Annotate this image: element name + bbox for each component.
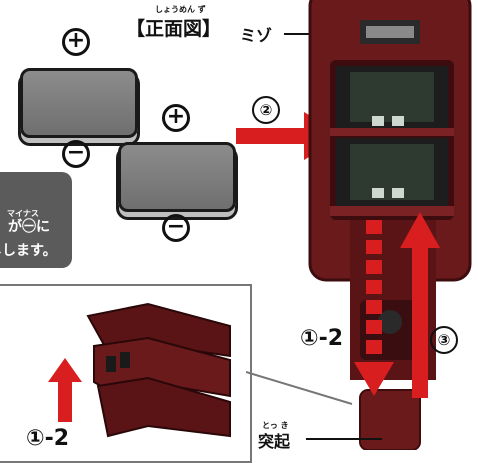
protrusion-ruby: とっ き [262,421,289,430]
protrusion-leader-line [306,438,382,440]
battery-left [20,68,138,138]
step-2-badge: ② [252,96,280,124]
note-ruby: マイナス [7,209,39,218]
arrow-up-icon [400,212,440,398]
device-front-view [308,0,472,450]
title-ruby: しょうめん ず [155,5,206,14]
protrusion-label: 突起 [258,432,291,451]
arrow-up-icon [48,358,82,422]
note-line-2: しします。 [0,243,57,259]
plus-icon: + [162,104,190,132]
plus-icon: + [62,28,90,56]
step-3-badge: ③ [430,326,458,354]
battery-right [118,142,236,212]
minus-icon: − [62,140,90,168]
page-title: 【正面図】 [126,18,222,40]
callout-connector [246,371,353,405]
note-box: マイナス が㊀に しします。 [0,172,72,268]
detail-callout: ①-2 [0,284,252,463]
note-line-1: が㊀に [8,219,50,235]
minus-icon: − [162,214,190,242]
step-1-2-right-label: ①-2 [300,326,344,351]
arrow-down-dashed-icon [354,220,394,396]
device-side-view [86,302,231,438]
groove-label: ミゾ [240,26,273,45]
step-1-2-left-label: ①-2 [26,426,70,451]
